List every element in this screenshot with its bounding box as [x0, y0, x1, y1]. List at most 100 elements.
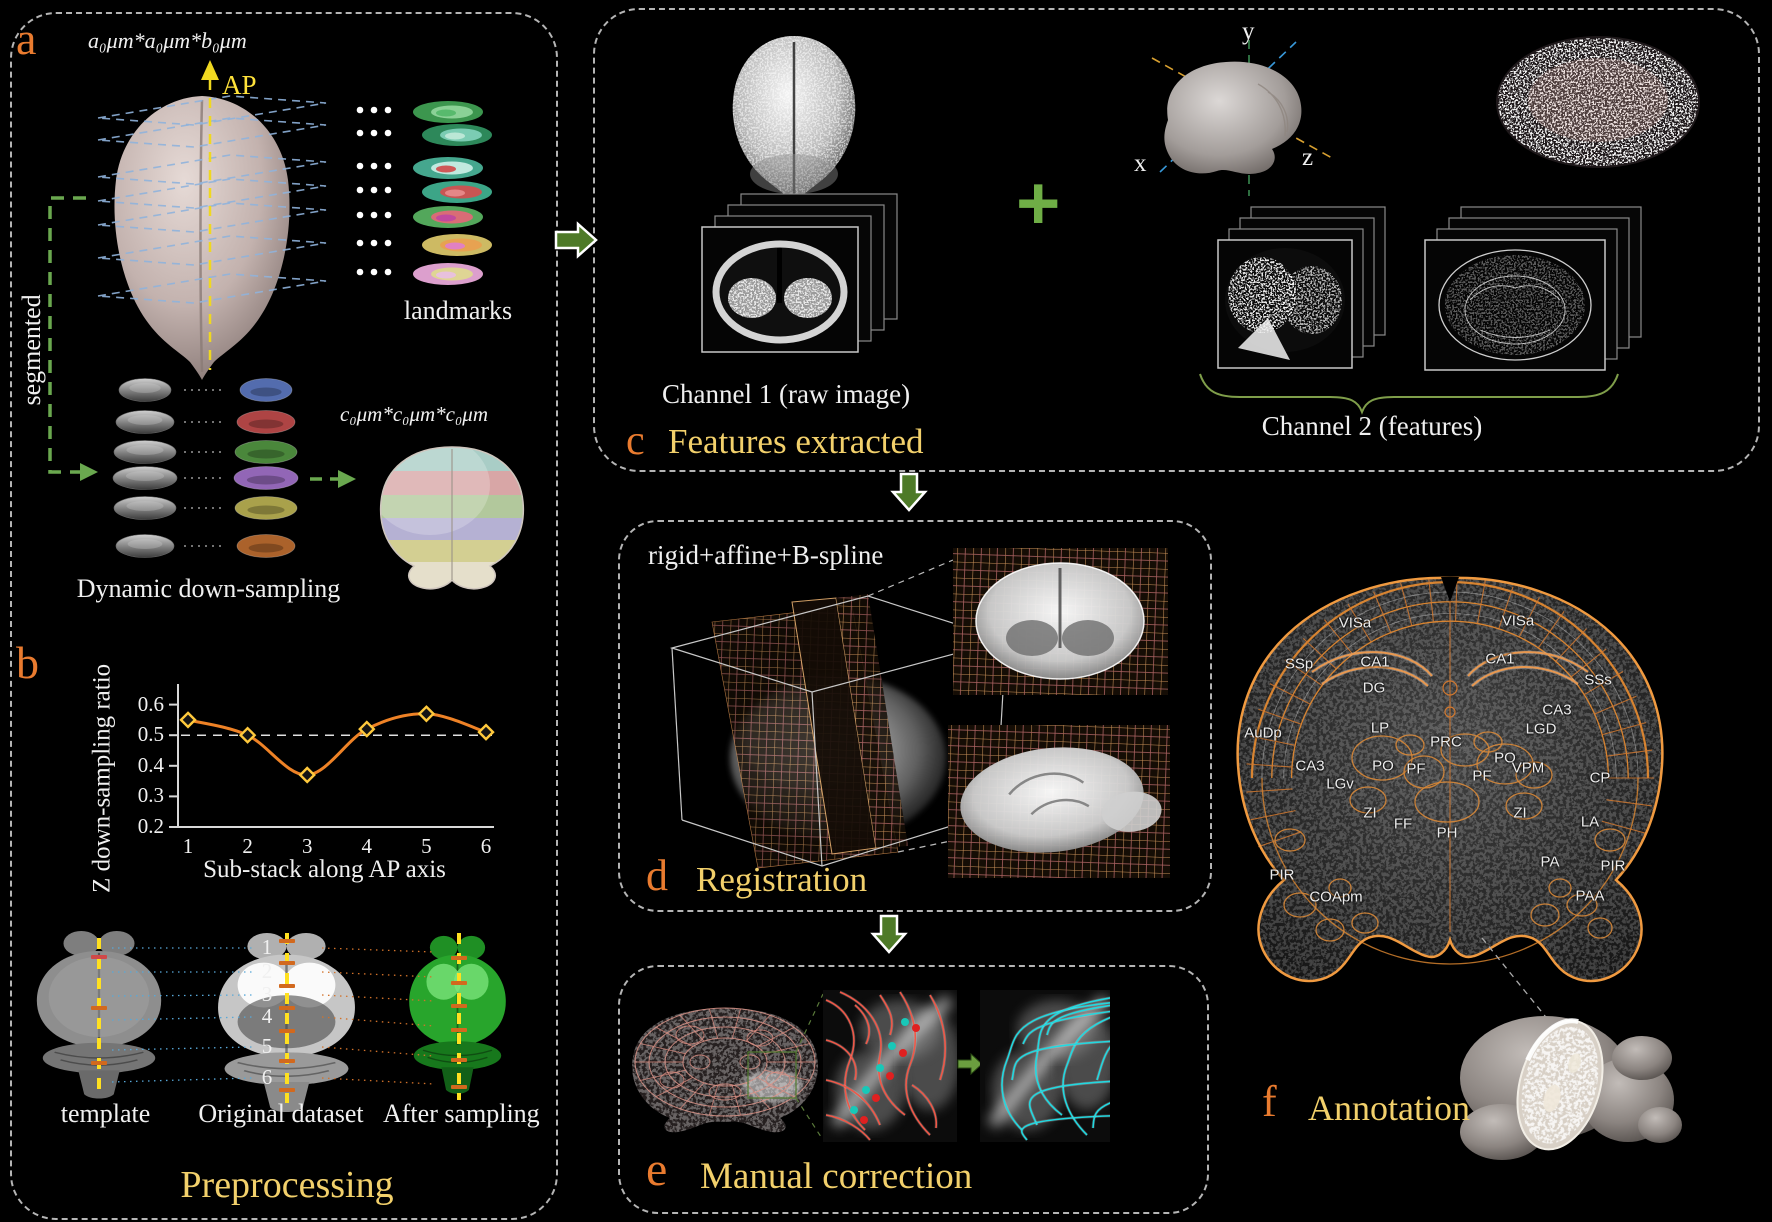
xyz-brain-render: [1151, 40, 1333, 196]
region-label-pf: PF: [1472, 767, 1492, 785]
region-label-zi: ZI: [1363, 804, 1377, 822]
raw-brain-render: [732, 36, 856, 204]
channel1-slice-stack: [701, 193, 898, 353]
chart-x-label: Sub-stack along AP axis: [203, 856, 446, 883]
preprocessing-title: Preprocessing: [180, 1164, 394, 1206]
slice-planes: [97, 95, 327, 304]
panel-b-graphics: [36, 684, 506, 1113]
corrected-brain-render: [632, 1007, 818, 1133]
region-label-cp: CP: [1589, 769, 1611, 787]
panel-preprocessing-box: [10, 12, 558, 1220]
annotation-title: Annotation: [1308, 1088, 1470, 1128]
channel2-feature-stack-1: [1217, 206, 1386, 369]
region-label-ca1: CA1: [1485, 650, 1515, 668]
ap-axis-arrowhead: [201, 60, 219, 80]
panel-c-graphics: [701, 36, 1700, 415]
panel-letter-b: b: [16, 637, 39, 688]
channel2-feature-stack-2: [1424, 206, 1642, 371]
chart-xtick: 3: [301, 834, 313, 858]
region-label-pf: PF: [1406, 760, 1426, 778]
substack-number: 5: [261, 1034, 273, 1058]
chart-xtick: 6: [480, 834, 492, 858]
plus-icon: +: [1016, 161, 1061, 246]
channel2-brace: [1199, 373, 1619, 415]
region-label-po: PO: [1494, 749, 1516, 767]
arrow-d-to-e: [870, 914, 908, 954]
region-label-visa: VISa: [1501, 612, 1535, 630]
segmented-bracket-arrow: [48, 196, 98, 481]
chart-xtick: 5: [421, 834, 432, 858]
chart-ytick: 0.4: [137, 752, 164, 777]
region-label-sss: SSs: [1584, 671, 1612, 689]
chart-ytick: 0.2: [137, 814, 164, 838]
region-label-coapm: COApm: [1309, 888, 1363, 906]
axis-z-label: z: [1302, 144, 1314, 171]
feature-brain-render: [1496, 36, 1700, 168]
panel-letter-a: a: [16, 13, 37, 64]
panel-a-graphics: [48, 60, 525, 590]
deformation-grid-sagittal: [948, 725, 1170, 878]
segmented-label: segmented: [17, 294, 47, 406]
region-label-ca1: CA1: [1360, 653, 1390, 671]
axis-x-label: x: [1134, 150, 1147, 177]
region-label-ca3: CA3: [1295, 757, 1325, 775]
annotated-section-render: [1236, 576, 1664, 983]
deformation-grid-coronal: [953, 548, 1168, 695]
template-label: template: [60, 1099, 151, 1128]
after-sampling-label: After sampling: [383, 1099, 540, 1128]
panel-e-graphics: [632, 990, 1110, 1142]
region-label-lp: LP: [1370, 719, 1390, 737]
features-title: Features extracted: [668, 422, 924, 461]
registration-title: Registration: [696, 860, 868, 899]
chart-xtick: 4: [361, 834, 373, 858]
registration-method-label: rigid+affine+B-spline: [648, 540, 884, 570]
landmark-slices: [413, 101, 492, 285]
region-label-zi: ZI: [1513, 804, 1527, 822]
ap-axis-label: AP: [222, 70, 257, 100]
zoom-callout-bottom: [795, 1097, 824, 1141]
region-label-vpm: VPM: [1511, 759, 1545, 777]
chart-plot: [169, 703, 495, 828]
substack-number: 6: [261, 1065, 273, 1089]
downsampling-slice-stacks: [112, 378, 299, 558]
arrow-correction: [957, 1052, 983, 1076]
zoom-callout-top: [795, 993, 824, 1053]
chart-ytick: 0.5: [137, 722, 164, 747]
original-dataset-label: Original dataset: [198, 1099, 364, 1128]
substack-number: 1: [261, 935, 273, 959]
voxel-formula-bottom: c₀μm*c₀μm*c₀μm: [340, 402, 488, 426]
axis-y-label: y: [1242, 18, 1255, 45]
bottom-connectors: [91, 933, 467, 1103]
annotation-3d-brain: [1460, 1016, 1682, 1160]
channel2-caption: Channel 2 (features): [1261, 411, 1483, 441]
striped-brain-render: [379, 446, 525, 590]
substack-number: 4: [261, 1004, 273, 1028]
region-label-ca3: CA3: [1542, 701, 1572, 719]
arrow-c-to-d: [890, 472, 928, 512]
panel-d-graphics: [669, 548, 1170, 878]
region-label-lgv: LGv: [1326, 775, 1354, 793]
chart-xtick: 1: [182, 834, 194, 858]
region-label-paa: PAA: [1575, 887, 1605, 905]
panel-registration-box: [618, 520, 1212, 912]
region-label-visa: VISa: [1338, 614, 1372, 632]
chart-ytick: 0.3: [137, 783, 164, 808]
panel-letter-c: c: [626, 418, 645, 464]
region-label-ssp: SSp: [1284, 655, 1314, 673]
downsample-arrow: [310, 470, 356, 488]
substack-number: 3: [261, 982, 273, 1006]
region-label-audp: AuDp: [1244, 724, 1282, 742]
correction-inset-after: [980, 990, 1110, 1142]
region-label-dg: DG: [1362, 679, 1386, 697]
arrow-a-to-c: [554, 221, 598, 259]
region-label-pir: PIR: [1269, 866, 1295, 884]
chart-ytick: 0.6: [137, 691, 164, 716]
manual-correction-title: Manual correction: [700, 1156, 973, 1197]
callout-line-coronal: [867, 559, 954, 597]
substack-number: 2: [261, 959, 273, 983]
downsampling-caption: Dynamic down-sampling: [76, 574, 341, 603]
panel-letter-e: e: [646, 1143, 668, 1196]
region-label-ff: FF: [1393, 815, 1413, 833]
